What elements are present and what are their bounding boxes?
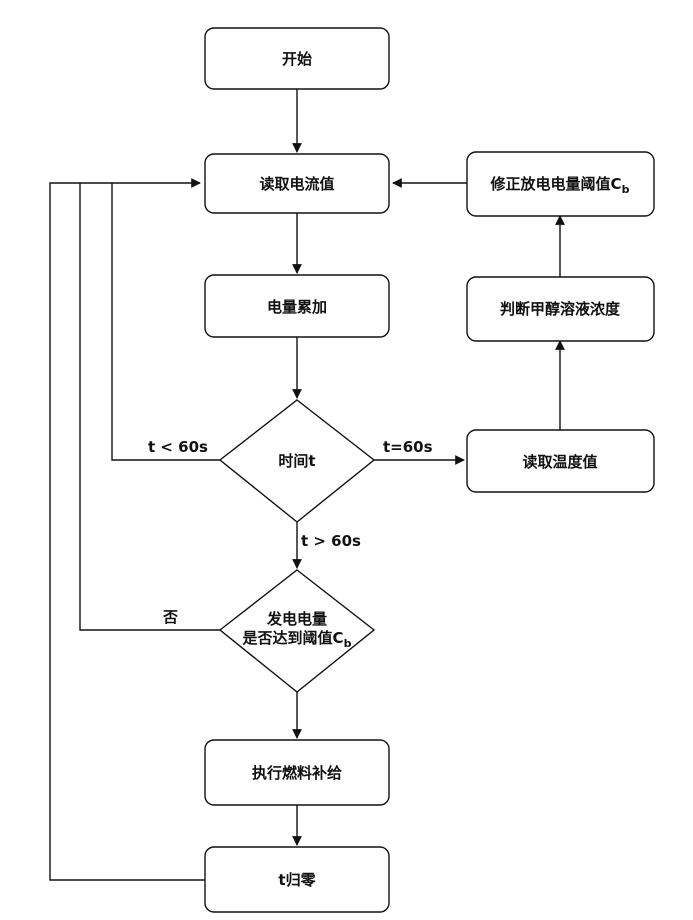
read-temp-label: 读取温度值 [522,453,597,471]
judge-concentration-label: 判断甲醇溶液浓度 [500,300,621,318]
read-current-label: 读取电流值 [259,175,334,193]
fuel-supply-label: 执行燃料补给 [252,764,342,782]
start-label: 开始 [282,50,312,68]
time-label: 时间t [278,452,315,470]
edge-label-no: 否 [162,608,178,626]
edge-lt60-loop [112,183,220,460]
fix-threshold-label: 修正放电电量阈值Cb [490,175,630,196]
edge-label-lt60: t < 60s [148,438,208,456]
edge-reset-loop [50,183,205,880]
fix-threshold-main: 修正放电电量阈值C [490,175,622,193]
check-label-line2: 是否达到阈值Cb [242,629,352,650]
accumulate-label: 电量累加 [267,298,327,316]
edge-label-eq60: t=60s [383,438,433,456]
check-label-line1: 发电电量 [266,610,327,628]
check-line2-sub: b [344,637,352,650]
check-line2-main: 是否达到阈值C [242,629,344,647]
edge-no-loop [80,183,220,630]
edge-label-gt60: t > 60s [301,532,361,550]
fix-threshold-sub: b [622,183,630,196]
reset-t-label: t归零 [278,871,316,889]
